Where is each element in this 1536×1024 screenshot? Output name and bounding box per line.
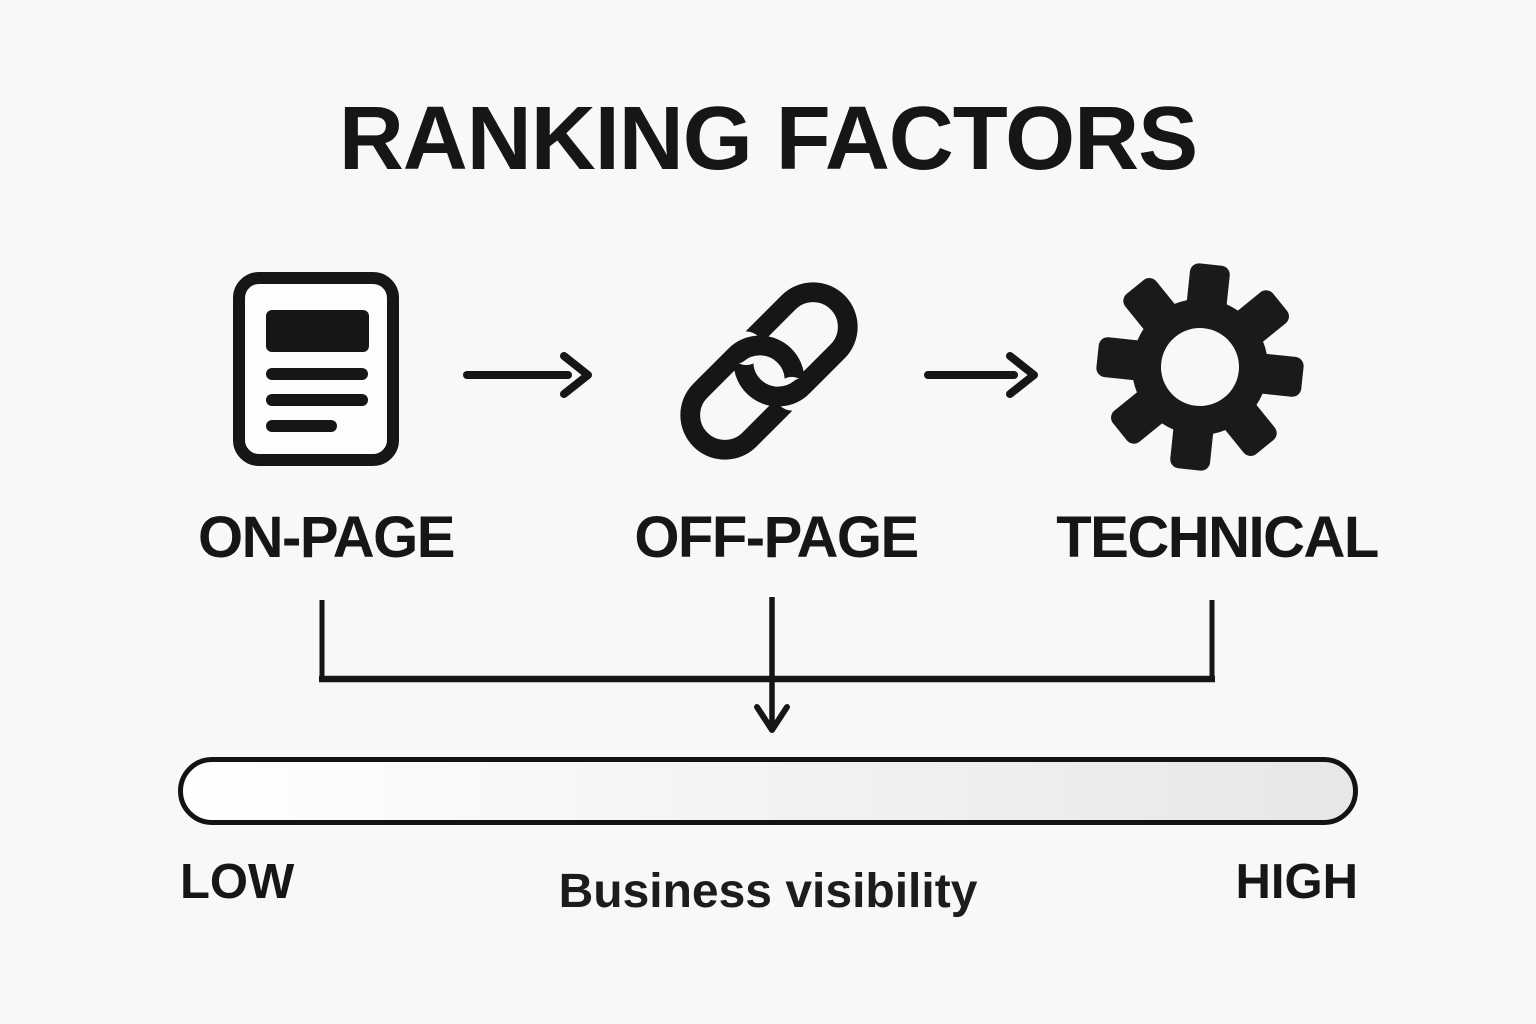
link-icon-svg xyxy=(680,282,858,460)
link-icon xyxy=(670,272,868,475)
factor-label-off-page: OFF-PAGE xyxy=(634,505,919,570)
factor-label-on-page: ON-PAGE xyxy=(198,505,455,570)
flow-arrow-icon xyxy=(923,349,1041,406)
flow-arrow-icon xyxy=(462,349,596,406)
gear-icon-svg xyxy=(1096,263,1304,471)
scale-high-label: HIGH xyxy=(1235,855,1359,909)
gear-icon xyxy=(1095,262,1305,477)
factor-label-technical: TECHNICAL xyxy=(1056,505,1379,570)
document-icon xyxy=(232,271,400,472)
document-icon-svg xyxy=(233,272,399,466)
scale-low-label: LOW xyxy=(180,855,295,909)
page-title: RANKING FACTORS xyxy=(338,89,1198,189)
scale-caption: Business visibility xyxy=(558,865,978,918)
merge-bracket xyxy=(300,590,1240,753)
down-arrowhead-icon xyxy=(754,704,790,733)
visibility-bar xyxy=(178,757,1358,825)
